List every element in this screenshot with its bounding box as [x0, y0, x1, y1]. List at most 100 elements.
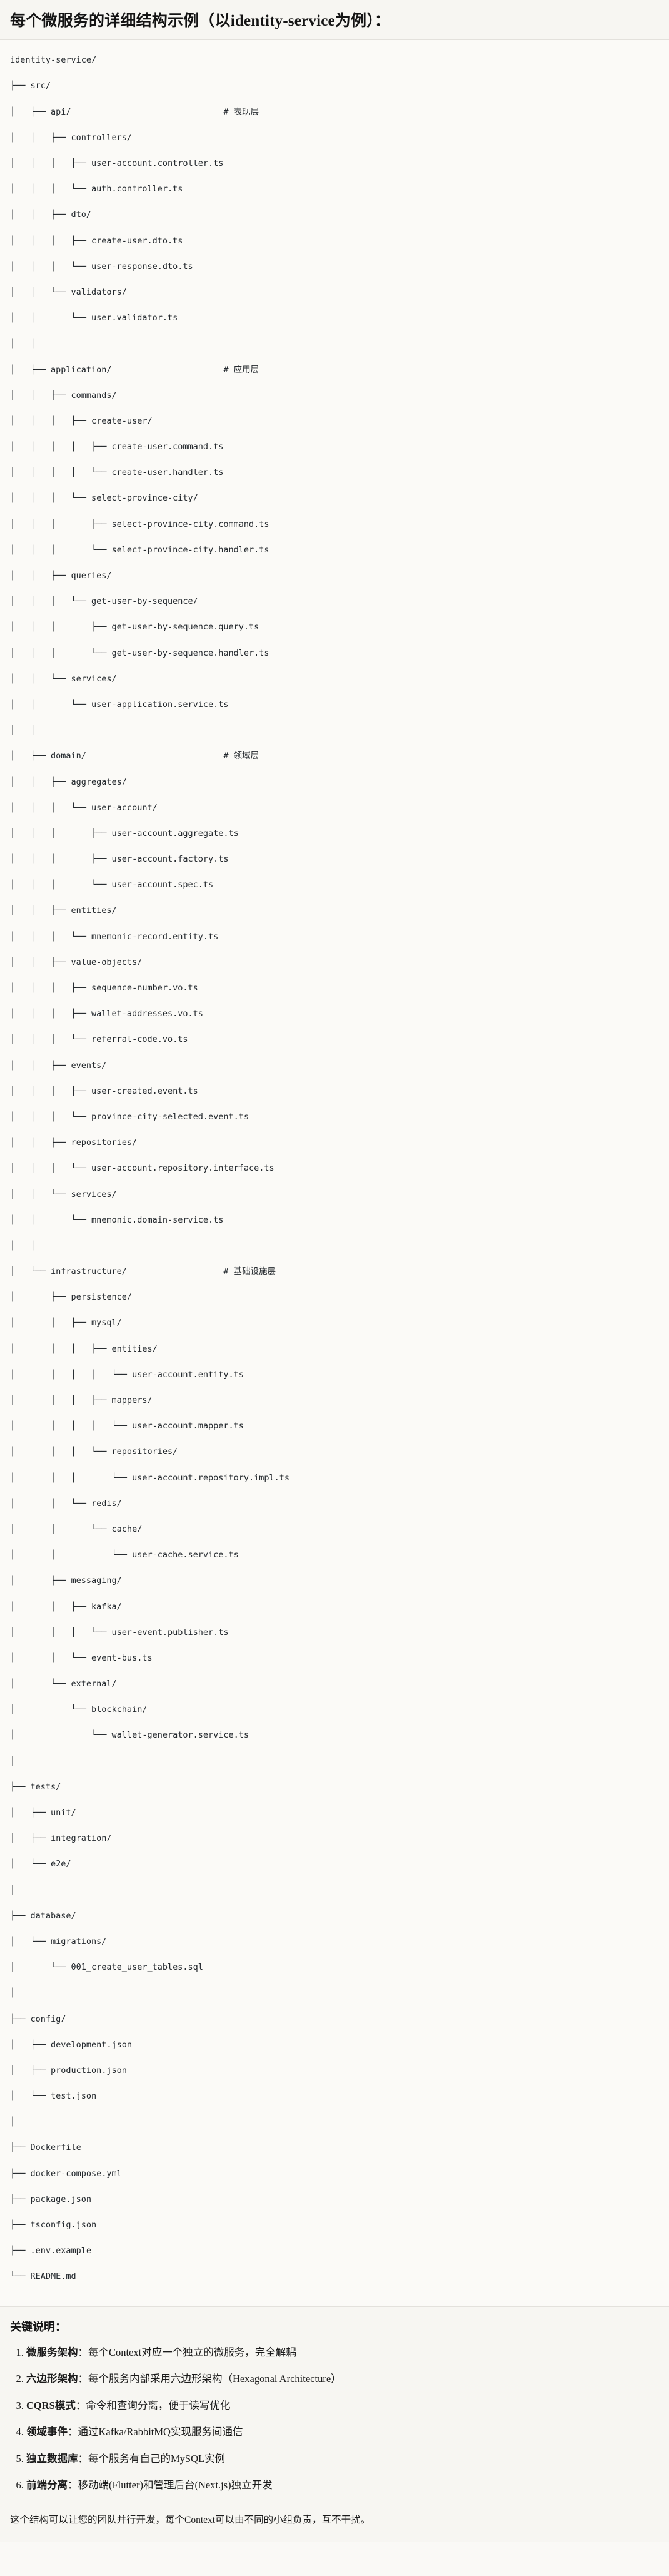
tree-line: ├── tsconfig.json — [10, 2220, 97, 2230]
document-header: 每个微服务的详细结构示例（以identity-service为例）： — [0, 0, 669, 41]
tree-line: │ │ ├── events/ — [10, 1060, 107, 1071]
tree-line: │ ├── api/ # 表现层 — [10, 106, 259, 117]
tree-line: │ │ └── services/ — [10, 673, 117, 684]
tree-line: │ │ │ │ └── user-account.entity.ts — [10, 1369, 244, 1380]
directory-tree: identity-service/ ├── src/ │ ├── api/ # … — [10, 54, 659, 2296]
tree-line: │ │ ├── queries/ — [10, 571, 112, 581]
tree-line: ├── .env.example — [10, 2246, 92, 2256]
tree-line: │ │ ├── aggregates/ — [10, 776, 127, 787]
key-point-term: 领域事件 — [26, 2426, 68, 2438]
tree-line: │ │ │ ├── user-account.aggregate.ts — [10, 828, 239, 838]
tree-line: │ — [10, 2117, 16, 2127]
tree-line: │ │ └── mnemonic.domain-service.ts — [10, 1214, 224, 1225]
tree-line: │ │ ├── controllers/ — [10, 132, 133, 143]
key-point-item: 独立数据库：每个服务有自己的MySQL实例 — [26, 2451, 659, 2467]
tree-line: │ └── infrastructure/ # 基础设施层 — [10, 1266, 276, 1277]
tree-line: │ │ │ │ └── user-account.mapper.ts — [10, 1421, 244, 1432]
key-points-list: 微服务架构：每个Context对应一个独立的微服务，完全解耦六边形架构：每个服务… — [10, 2344, 659, 2493]
tree-line: │ │ └── user-application.service.ts — [10, 699, 229, 710]
tree-line: │ │ │ ├── wallet-addresses.vo.ts — [10, 1009, 203, 1019]
key-point-separator: ： — [78, 2346, 89, 2358]
tree-line: │ │ │ └── auth.controller.ts — [10, 184, 183, 195]
tree-line: │ ├── domain/ # 领域层 — [10, 751, 259, 761]
tree-line: │ └── external/ — [10, 1679, 117, 1689]
tree-line: │ │ │ ├── sequence-number.vo.ts — [10, 983, 198, 993]
key-point-separator: ： — [68, 2426, 78, 2438]
key-point-term: 独立数据库 — [26, 2452, 78, 2465]
tree-line: │ │ │ └── user-account/ — [10, 802, 158, 813]
tree-line: │ │ │ └── mnemonic-record.entity.ts — [10, 931, 219, 942]
tree-line: │ ├── integration/ — [10, 1833, 112, 1844]
tree-line: ├── tests/ — [10, 1781, 61, 1792]
key-point-term: 六边形架构 — [26, 2373, 78, 2385]
tree-line: └── README.md — [10, 2271, 76, 2282]
tree-line: ├── database/ — [10, 1910, 76, 1921]
tree-line: │ └── migrations/ — [10, 1936, 107, 1947]
tree-line: │ │ │ └── referral-code.vo.ts — [10, 1034, 188, 1045]
tree-line: │ — [10, 1885, 16, 1895]
tree-line: │ │ │ └── repositories/ — [10, 1447, 178, 1457]
tree-line: │ │ — [10, 339, 36, 349]
tree-line: │ │ │ ├── mappers/ — [10, 1395, 153, 1405]
key-point-item: 六边形架构：每个服务内部采用六边形架构（Hexagonal Architectu… — [26, 2371, 659, 2387]
tree-line: │ — [10, 1756, 16, 1766]
key-point-term: CQRS模式 — [26, 2399, 76, 2411]
tree-line: │ │ │ ├── create-user/ — [10, 415, 153, 426]
key-point-separator: ： — [78, 2373, 89, 2385]
tree-line: │ │ — [10, 725, 36, 736]
tree-line: │ │ │ └── get-user-by-sequence.handler.t… — [10, 648, 269, 658]
tree-line: │ │ │ └── user-event.publisher.ts — [10, 1627, 229, 1637]
tree-line: │ │ │ ├── select-province-city.command.t… — [10, 519, 269, 529]
page-title: 每个微服务的详细结构示例（以identity-service为例）： — [10, 13, 391, 29]
tree-line: │ ├── production.json — [10, 2065, 127, 2075]
key-point-separator: ： — [75, 2399, 86, 2411]
closing-text: 这个结构可以让您的团队并行开发，每个Context可以由不同的小组负责，互不干扰… — [10, 2514, 371, 2525]
tree-line: │ │ └── user-cache.service.ts — [10, 1550, 239, 1560]
tree-line: │ │ └── services/ — [10, 1189, 117, 1199]
directory-tree-block: identity-service/ ├── src/ │ ├── api/ # … — [0, 40, 669, 2306]
tree-line: │ │ │ ├── create-user.dto.ts — [10, 235, 183, 246]
tree-line: │ ├── development.json — [10, 2039, 133, 2050]
key-point-description: 移动端(Flutter)和管理后台(Next.js)独立开发 — [78, 2479, 273, 2492]
tree-line: ├── src/ — [10, 81, 51, 91]
key-point-description: 命令和查询分离，便于读写优化 — [86, 2399, 231, 2411]
tree-line: │ │ └── cache/ — [10, 1524, 143, 1534]
key-point-separator: ： — [78, 2452, 89, 2465]
tree-line: │ └── blockchain/ — [10, 1704, 148, 1715]
tree-line: │ └── 001_create_user_tables.sql — [10, 1962, 203, 1973]
key-points-section: 关键说明： 微服务架构：每个Context对应一个独立的微服务，完全解耦六边形架… — [0, 2306, 669, 2508]
tree-line: │ │ ├── entities/ — [10, 905, 117, 916]
tree-line: │ │ │ └── select-province-city/ — [10, 493, 198, 504]
key-point-description: 每个服务内部采用六边形架构（Hexagonal Architecture） — [88, 2373, 341, 2385]
tree-line: │ │ │ │ └── create-user.handler.ts — [10, 467, 224, 478]
tree-line: │ │ │ └── get-user-by-sequence/ — [10, 596, 198, 607]
tree-line: ├── docker-compose.yml — [10, 2168, 122, 2179]
key-point-term: 微服务架构 — [26, 2346, 78, 2358]
tree-line: │ ├── messaging/ — [10, 1576, 122, 1586]
tree-line: │ └── wallet-generator.service.ts — [10, 1730, 249, 1741]
tree-line: │ │ │ └── user-account.spec.ts — [10, 880, 214, 890]
tree-line: ├── Dockerfile — [10, 2142, 81, 2153]
key-point-description: 每个Context对应一个独立的微服务，完全解耦 — [88, 2346, 296, 2358]
key-point-item: 微服务架构：每个Context对应一个独立的微服务，完全解耦 — [26, 2344, 659, 2361]
tree-line: │ │ ├── value-objects/ — [10, 957, 143, 967]
key-point-description: 每个服务有自己的MySQL实例 — [88, 2452, 226, 2465]
tree-line: │ │ │ ├── get-user-by-sequence.query.ts — [10, 622, 259, 633]
tree-line: │ │ ├── kafka/ — [10, 1601, 122, 1612]
tree-line: │ │ │ ├── entities/ — [10, 1343, 158, 1354]
key-point-item: 前端分离：移动端(Flutter)和管理后台(Next.js)独立开发 — [26, 2477, 659, 2493]
key-point-separator: ： — [68, 2479, 78, 2492]
tree-line: │ │ │ └── user-account.repository.impl.t… — [10, 1472, 290, 1483]
tree-line: identity-service/ — [10, 55, 97, 66]
tree-line: │ └── e2e/ — [10, 1859, 71, 1870]
tree-line: │ │ └── redis/ — [10, 1498, 122, 1509]
tree-line: │ │ └── validators/ — [10, 287, 127, 297]
tree-line: │ └── test.json — [10, 2091, 97, 2102]
tree-line: │ │ └── event-bus.ts — [10, 1652, 153, 1663]
tree-line: │ ├── application/ # 应用层 — [10, 364, 259, 375]
tree-line-comment: # 应用层 — [223, 364, 259, 375]
tree-line: │ │ │ ├── user-account.controller.ts — [10, 158, 224, 168]
tree-line: │ │ ├── repositories/ — [10, 1138, 138, 1148]
tree-line: │ │ — [10, 1240, 36, 1251]
tree-line-comment: # 表现层 — [223, 106, 259, 117]
